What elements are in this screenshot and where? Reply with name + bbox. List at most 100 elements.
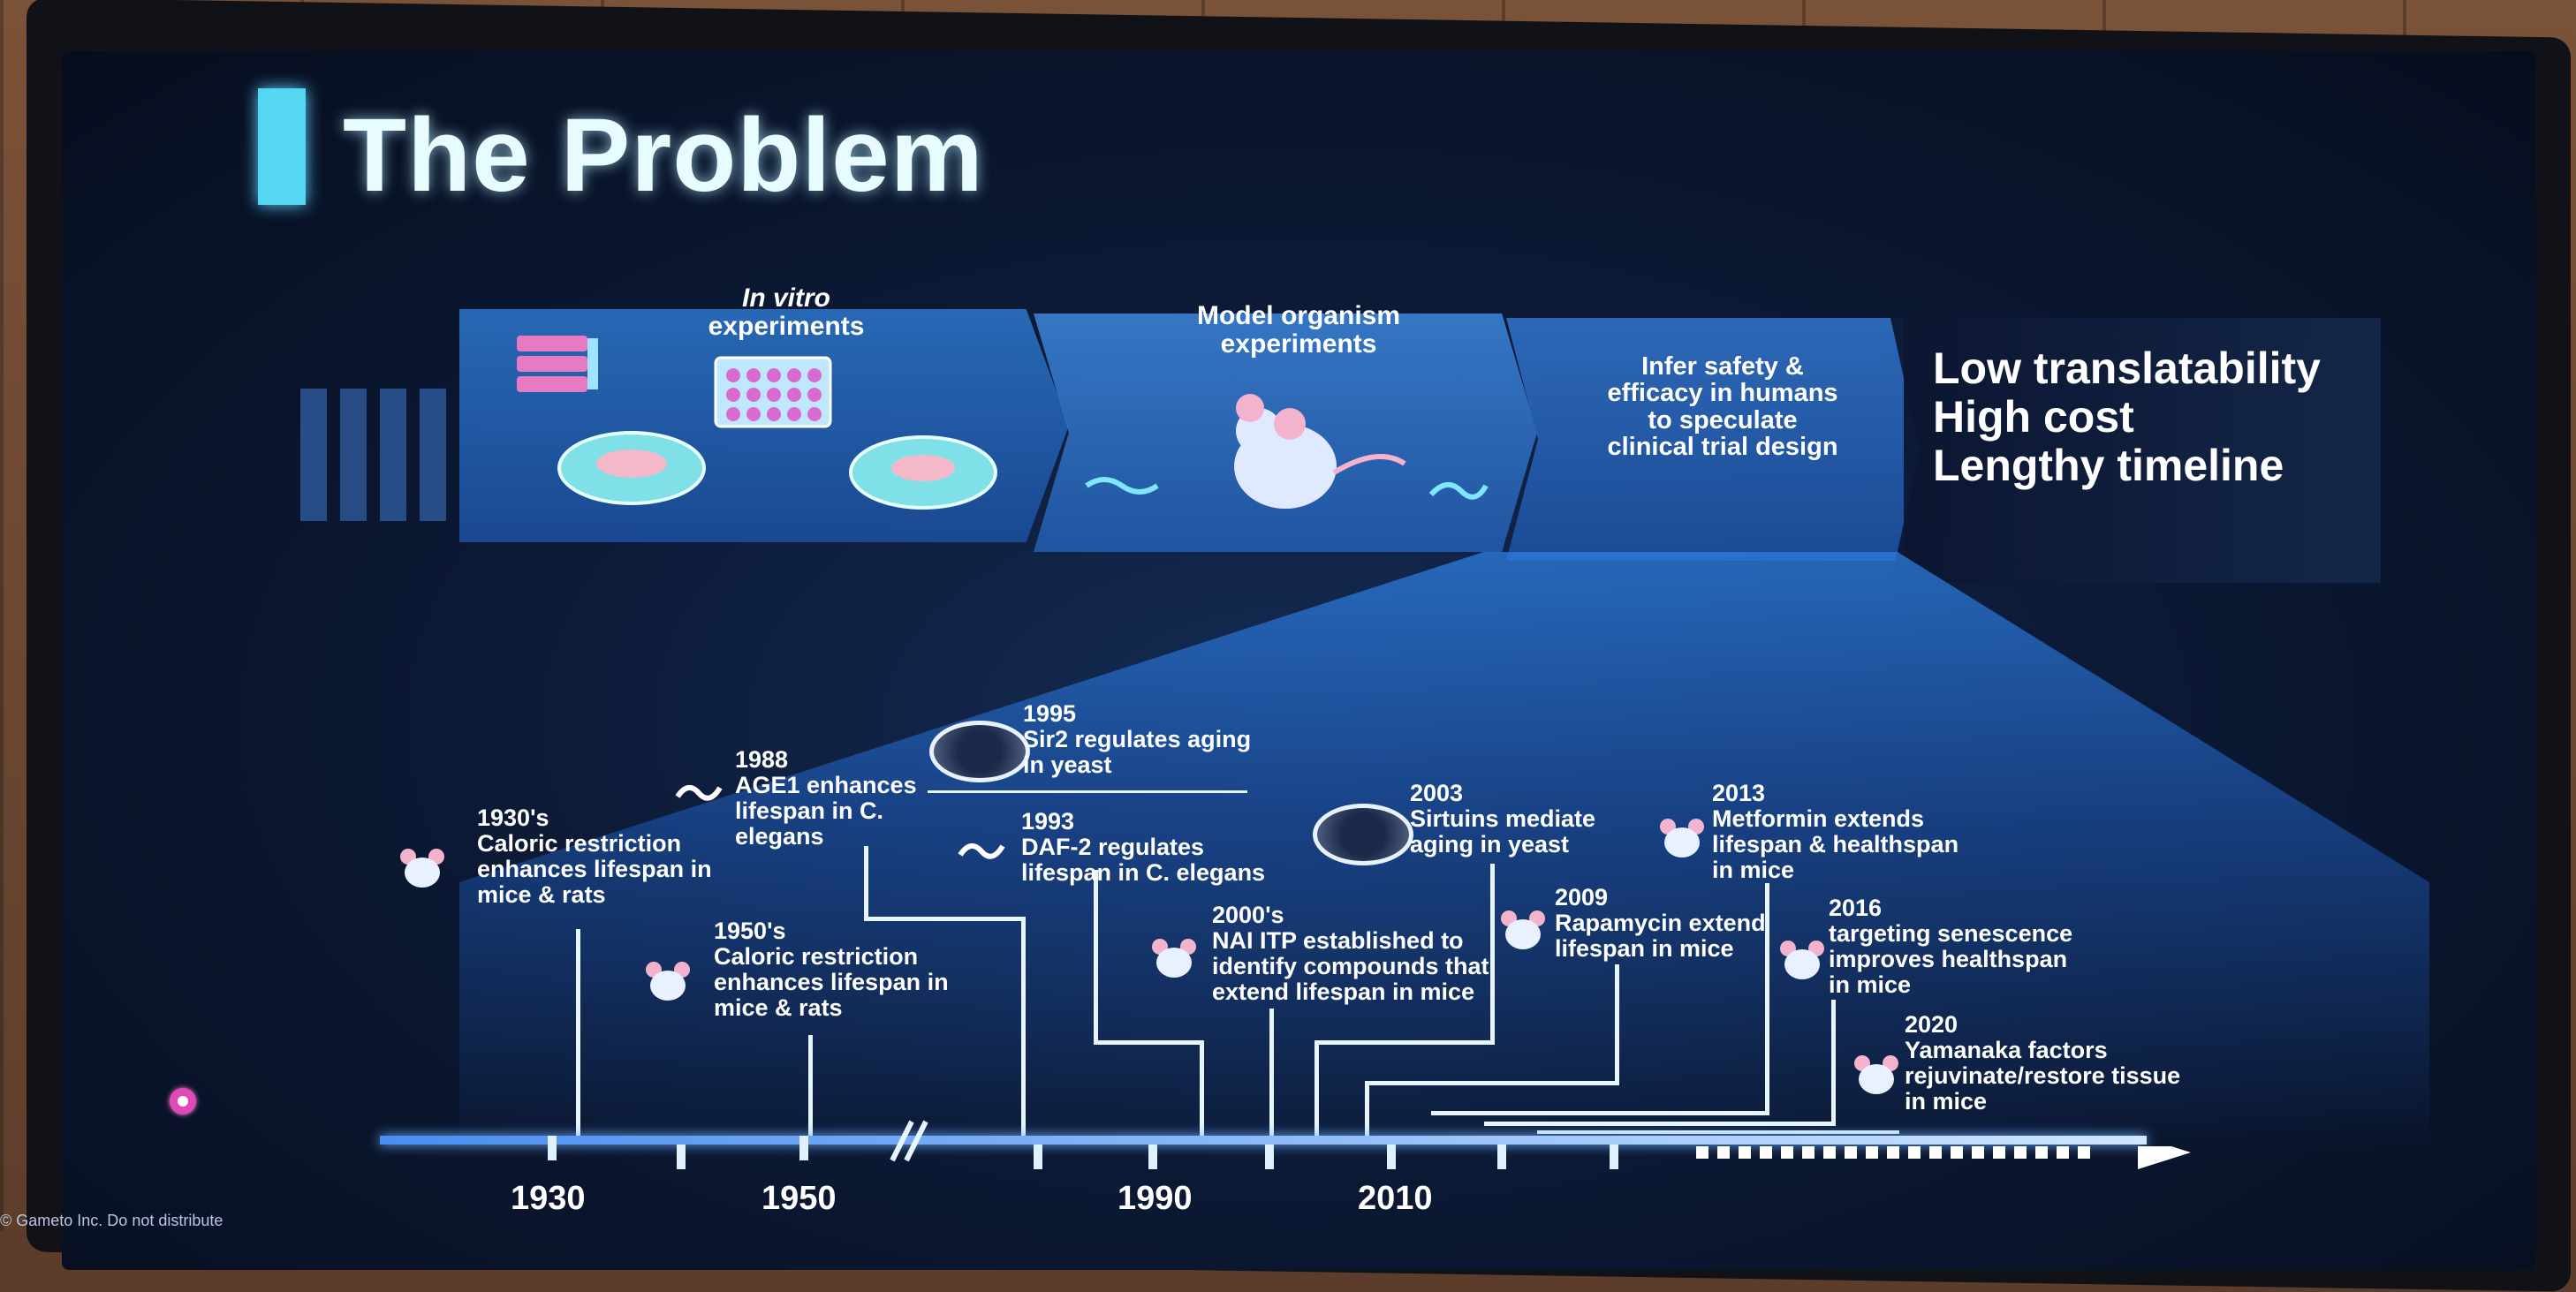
event-1930s: 1930's Caloric restriction enhances life… [477,805,712,909]
year-label-1950: 1950 [761,1180,837,1217]
event-1950s: 1950's Caloric restriction enhances life… [714,918,949,1022]
flask-stack-icon [517,336,598,392]
connector-1993 [1094,870,1098,1042]
claims-panel [1890,318,2381,583]
year-label-1990: 1990 [1118,1180,1193,1217]
connector-1988 [864,917,1026,921]
mouse-icon [1660,819,1704,858]
connector-2009 [1365,1081,1369,1137]
connector-1988 [864,846,868,918]
copyright-footer: © Gameto Inc. Do not distribute [0,1212,224,1229]
claim-cost: High cost [1933,392,2134,442]
event-text: elegans [735,823,824,850]
event-text: lifespan in C. [735,797,884,825]
event-2013: 2013 Metformin extends lifespan & health… [1712,780,1959,884]
mouse-icon [400,849,444,888]
petri-dish-icon [849,435,997,510]
event-year: 1993 [1021,808,1075,835]
axis-tick [1265,1145,1274,1169]
mouse-icon [646,962,690,1001]
event-text: NAI ITP established to [1212,927,1464,955]
mouse-icon [1780,941,1824,979]
infer-label-line: efficacy in humans [1607,379,1838,408]
connector-2020 [1537,1130,1899,1134]
claims-list: Low translatability High cost Lengthy ti… [1933,344,2321,490]
invitro-label: In vitro experiments [671,284,901,340]
connector-2016 [1831,1000,1836,1125]
well-plate-icon [714,356,832,428]
event-year: 1988 [735,746,789,773]
event-text: Sirtuins mediate [1410,805,1596,833]
event-text: rejuvinate/restore tissue [1905,1062,2181,1090]
connector-1993 [1094,1040,1204,1045]
connector-1930s [576,929,580,1137]
connector-1988 [1021,917,1026,1137]
event-year: 2003 [1410,780,1464,806]
event-2003: 2003 Sirtuins mediate aging in yeast [1410,780,1596,858]
worm-icon [675,785,723,801]
model-label-line2: experiments [1220,329,1377,359]
connector-2000s [1269,1009,1274,1137]
event-text: Caloric restriction [477,830,682,858]
model-organism-illustration [1085,394,1489,509]
event-text: mice & rats [714,994,843,1022]
event-year: 2020 [1905,1011,1959,1038]
axis-break-icon [890,1120,928,1162]
axis-tick [1610,1145,1618,1169]
mouse-icon [1152,939,1196,978]
event-text: in yeast [1023,752,1112,779]
axis-tick [1034,1145,1042,1169]
invitro-label-line2: experiments [708,311,865,341]
event-2000s: 2000's NAI ITP established to identify c… [1212,902,1489,1006]
event-text: lifespan in mice [1555,935,1734,963]
mouse-icon [1501,910,1545,949]
infer-label-line: clinical trial design [1607,433,1838,462]
event-year: 1930's [477,805,549,831]
event-text: Yamanaka factors [1905,1037,2108,1064]
event-text: aging in yeast [1410,831,1570,858]
event-text: Sir2 regulates aging [1023,726,1252,753]
event-2016: 2016 targeting senescence improves healt… [1829,895,2072,999]
infer-label-line: Infer safety & [1641,352,1804,381]
axis-tick [1387,1145,1396,1169]
event-year: 1995 [1023,700,1077,727]
event-text: Rapamycin extend [1555,910,1766,937]
event-year: 2016 [1829,895,1883,921]
petri-dish-icon [929,721,1030,782]
event-text: in mice [1829,971,1912,999]
axis-tick [677,1145,686,1169]
event-1995: 1995 Sir2 regulates aging in yeast [1023,700,1252,779]
axis-tick [548,1136,557,1160]
event-text: mice & rats [477,881,606,909]
connector-2013 [1431,1111,1769,1115]
invitro-label-line1: In vitro [741,283,830,313]
connector-2009 [1365,1081,1619,1085]
timeline-axis [380,1136,2147,1145]
decor-stripe [380,389,406,521]
event-1993: 1993 DAF-2 regulates lifespan in C. eleg… [1021,808,1266,887]
petri-dish-icon [1313,804,1413,865]
event-text: enhances lifespan in [477,856,712,883]
axis-tick [1148,1145,1157,1169]
worm-icon [958,843,1005,859]
connector-2003 [1490,864,1495,1040]
event-text: extend lifespan in mice [1212,978,1475,1006]
event-text: AGE1 enhances [735,772,917,799]
infer-panel [1506,318,1904,561]
year-label-2010: 2010 [1358,1180,1433,1217]
claim-timeline: Lengthy timeline [1933,441,2284,490]
infer-label-line: to speculate [1648,405,1798,434]
connector-1995 [928,790,1247,793]
infer-label: Infer safety & efficacy in humans to spe… [1581,353,1864,461]
title-accent-bar [258,88,306,205]
event-text: lifespan & healthspan [1712,831,1959,858]
connector-1950s [808,1035,813,1137]
year-label-1930: 1930 [511,1180,586,1217]
event-text: lifespan in C. elegans [1021,859,1266,887]
laser-pointer-dot [170,1088,196,1114]
event-2020: 2020 Yamanaka factors rejuvinate/restore… [1905,1011,2181,1115]
event-year: 2013 [1712,780,1766,806]
axis-tick [1497,1145,1506,1169]
event-year: 1950's [714,918,786,944]
event-text: in mice [1905,1088,1988,1115]
